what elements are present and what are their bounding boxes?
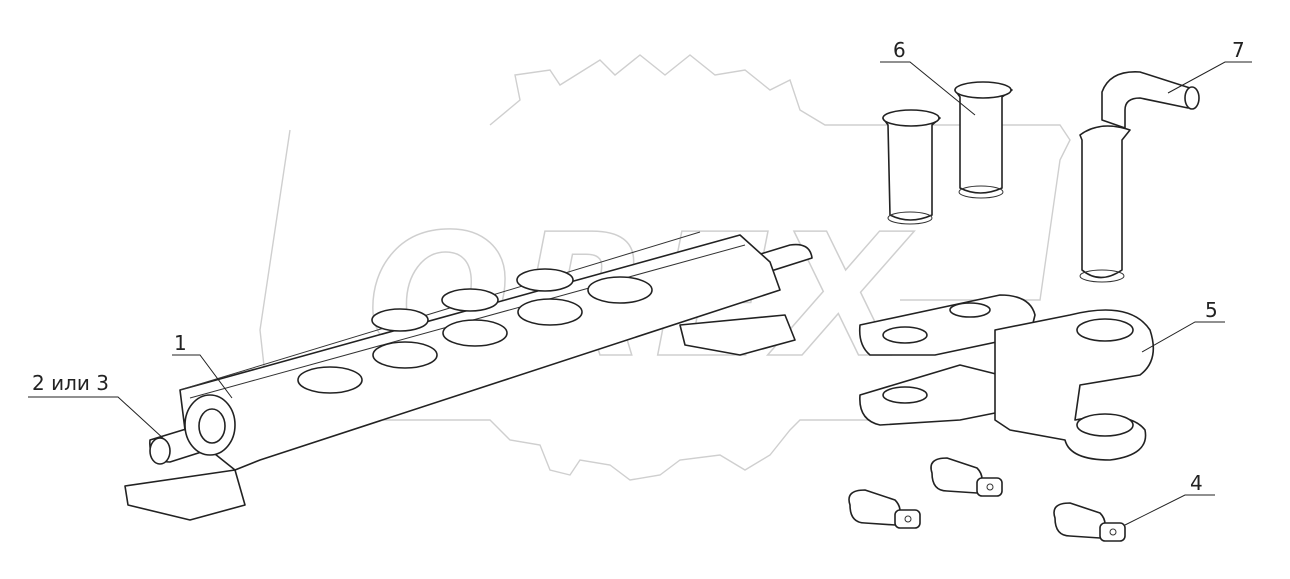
roller-hole (516, 268, 574, 292)
label-part-1: 1 (174, 331, 187, 355)
l-pin-handle-end (1184, 86, 1200, 110)
roller-hole (372, 341, 438, 369)
pin-head (954, 81, 1012, 99)
bracket-part-5 (858, 294, 1155, 461)
roller-frame-assembly (124, 231, 813, 521)
label-part-7: 7 (1232, 38, 1245, 62)
label-part-6: 6 (893, 38, 906, 62)
bracket-hole (882, 386, 928, 404)
clip (930, 457, 1003, 497)
roller-hole (371, 308, 429, 332)
l-pin-part-7 (1079, 71, 1200, 283)
l-pin-handle (1101, 71, 1195, 129)
right-foot (679, 314, 796, 356)
roller-hole (442, 319, 508, 347)
leader-part-5 (1141, 321, 1225, 353)
pin-groove (958, 185, 1004, 199)
clip (1053, 502, 1126, 542)
roller-hole (587, 276, 653, 304)
l-pin-body (1079, 125, 1131, 279)
pin (954, 84, 1013, 194)
leader-part-6 (880, 61, 976, 116)
clips-part-4 (848, 457, 1126, 542)
watermark-gear-outline (259, 54, 1071, 481)
label-part-5: 5 (1205, 298, 1218, 322)
label-part-2or3: 2 или 3 (32, 371, 109, 395)
left-bushing-bore (198, 408, 226, 444)
pin-groove (887, 211, 933, 225)
leader-part-4 (1124, 494, 1215, 526)
leader-lines (28, 61, 1252, 526)
leader-part-2or3 (28, 396, 166, 441)
pins-part-6 (882, 81, 1013, 225)
pin (882, 112, 941, 221)
roller-holes (297, 268, 653, 394)
label-part-4: 4 (1190, 471, 1203, 495)
roller-hole (441, 288, 499, 312)
left-foot (124, 469, 246, 521)
bracket-hole (882, 326, 928, 344)
bracket-hole (1076, 413, 1134, 437)
roller-hole (517, 298, 583, 326)
leader-part-7 (1167, 61, 1252, 94)
bracket-hole (1076, 318, 1134, 342)
pin-head (882, 109, 940, 127)
roller-hole (297, 366, 363, 394)
bracket-hole (949, 302, 991, 318)
clip (848, 489, 921, 529)
shaft-end (149, 437, 171, 465)
l-pin-groove (1079, 269, 1125, 283)
leader-part-1 (172, 354, 233, 399)
